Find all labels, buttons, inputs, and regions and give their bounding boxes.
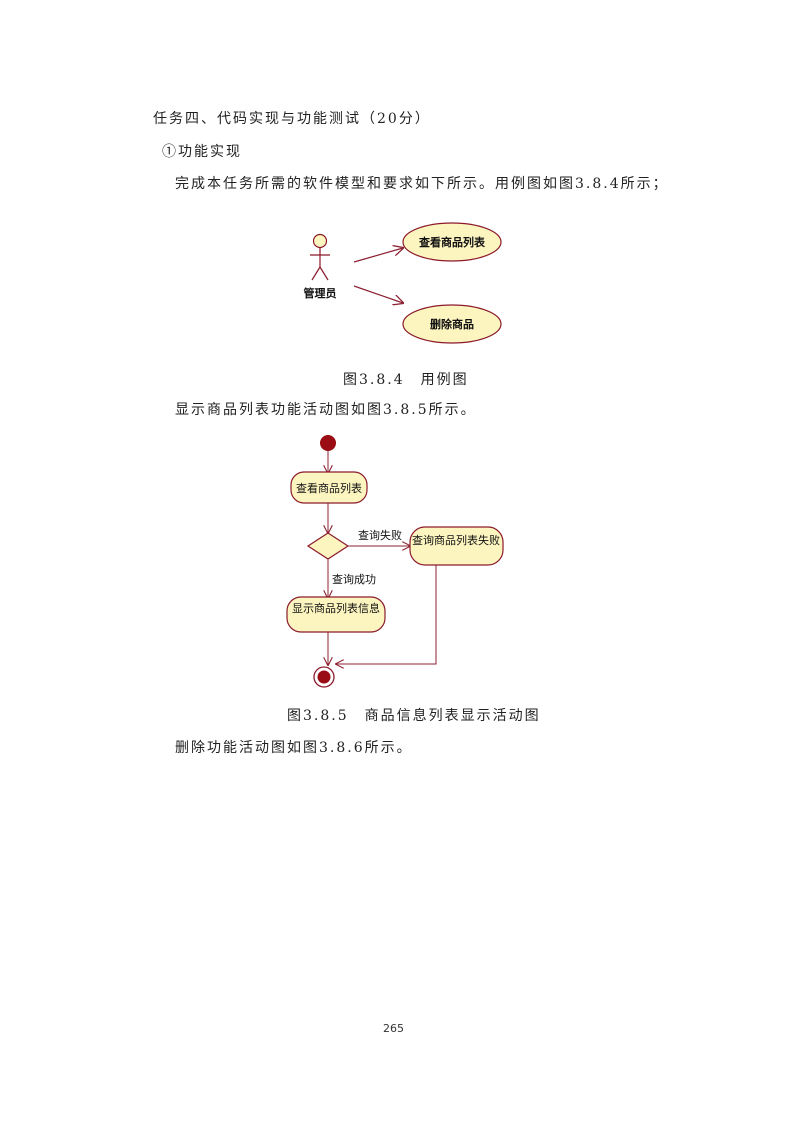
usecase-view-list-label: 查看商品列表: [419, 235, 486, 249]
activity-diagram: 查看商品列表 查询失败 查询商品列表失败 查询成功 显示商品列表信息: [286, 435, 504, 688]
activity-intro-paragraph: 显示商品列表功能活动图如图3.8.5所示。: [175, 402, 477, 418]
section-subheading: ①功能实现: [162, 144, 242, 160]
actor-label: 管理员: [304, 286, 337, 300]
intro-paragraph: 完成本任务所需的软件模型和要求如下所示。用例图如图3.8.4所示；: [175, 176, 669, 192]
association-arrow-view: [353, 248, 403, 263]
action-show-list: [286, 596, 386, 633]
guard-success-label: 查询成功: [332, 572, 376, 586]
delete-intro-paragraph: 删除功能活动图如图3.8.6所示。: [175, 740, 413, 756]
task-heading: 任务四、代码实现与功能测试（20分）: [153, 111, 431, 127]
action-view-list-label: 查看商品列表: [296, 481, 362, 495]
action-view-list: [290, 471, 368, 504]
usecase-view-list: [402, 222, 502, 262]
action-show-list-label: 显示商品列表信息: [292, 601, 380, 615]
figure-caption-usecase: 图3.8.4 用例图: [343, 372, 469, 388]
usecase-delete-label: 删除商品: [430, 317, 474, 331]
association-arrow-delete: [353, 285, 403, 303]
figure-caption-activity: 图3.8.5 商品信息列表显示活动图: [287, 708, 541, 724]
action-query-failed: [409, 526, 504, 566]
initial-node: [320, 435, 336, 451]
usecase-diagram: 管理员 查看商品列表 删除商品: [304, 222, 502, 344]
final-node-inner: [317, 670, 331, 684]
actor-figure: [310, 233, 330, 281]
guard-failed-label: 查询失败: [358, 528, 402, 542]
page-number: 265: [383, 1022, 404, 1035]
decision-node: [306, 532, 350, 560]
action-query-failed-label: 查询商品列表失败: [412, 533, 500, 547]
flow-fail-to-end: [336, 565, 437, 664]
usecase-delete: [402, 304, 502, 344]
